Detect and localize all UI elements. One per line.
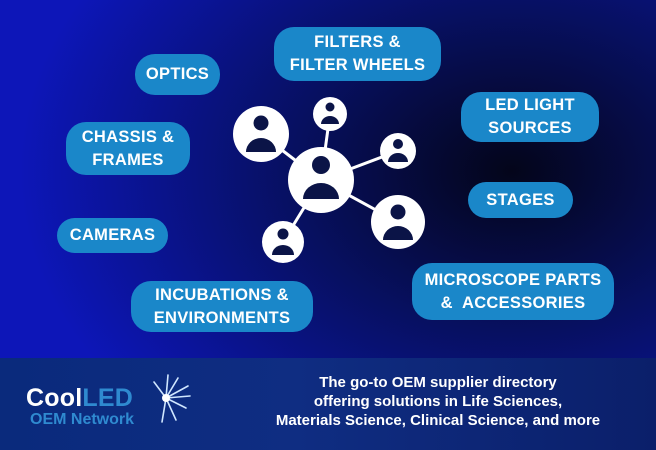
network-node [233,106,289,162]
category-microscope-parts: MICROSCOPE PARTS & ACCESSORIES [412,263,614,320]
category-cameras: CAMERAS [57,218,168,253]
category-filters-line1: FILTERS & [314,33,401,51]
category-chassis-line2: FRAMES [92,150,164,169]
person-icon [321,102,339,124]
category-optics: OPTICS [135,54,220,95]
logo-cool-text: Cool [26,384,83,412]
person-icon [303,156,339,199]
person-icon [246,115,276,152]
person-icon [388,139,408,162]
category-incubations-line1: INCUBATIONS & [155,285,289,304]
tagline-line2: offering solutions in Life Sciences, [313,393,563,410]
category-filters: FILTERS & FILTER WHEELS [274,27,441,81]
tagline-line1: The go-to OEM supplier directory [319,374,557,391]
category-led-line2: SOURCES [488,119,572,137]
footer-band [0,358,656,450]
coolled-logo: CoolLED [26,384,133,413]
logo-led-text: LED [82,384,133,412]
category-led-light-sources: LED LIGHT SOURCES [461,92,599,142]
category-filters-line2: FILTER WHEELS [289,56,426,74]
category-microscope-line1: MICROSCOPE PARTS [424,270,602,289]
category-chassis-frames: CHASSIS & FRAMES [66,122,190,175]
network-node [371,195,425,249]
person-icon [383,204,413,240]
tagline: The go-to OEM supplier directory offerin… [248,373,628,430]
oem-network-label: OEM Network [30,411,135,428]
category-led-line1: LED LIGHT [485,96,575,114]
category-cameras-label: CAMERAS [69,226,156,244]
tagline-line3: Materials Science, Clinical Science, and… [275,412,601,429]
category-optics-label: OPTICS [145,65,210,83]
category-stages: STAGES [468,182,573,218]
network-node-center [288,147,354,213]
network-node [380,133,416,169]
network-node [313,97,347,131]
category-chassis-line1: CHASSIS & [81,127,175,146]
category-incubations-line2: ENVIRONMENTS [153,308,291,327]
category-incubations-environments: INCUBATIONS & ENVIRONMENTS [131,281,313,332]
category-stages-label: STAGES [486,190,555,209]
category-microscope-line2: & ACCESSORIES [440,293,586,312]
starburst-icon [153,374,191,423]
person-icon [272,228,294,255]
network-node [262,221,304,263]
